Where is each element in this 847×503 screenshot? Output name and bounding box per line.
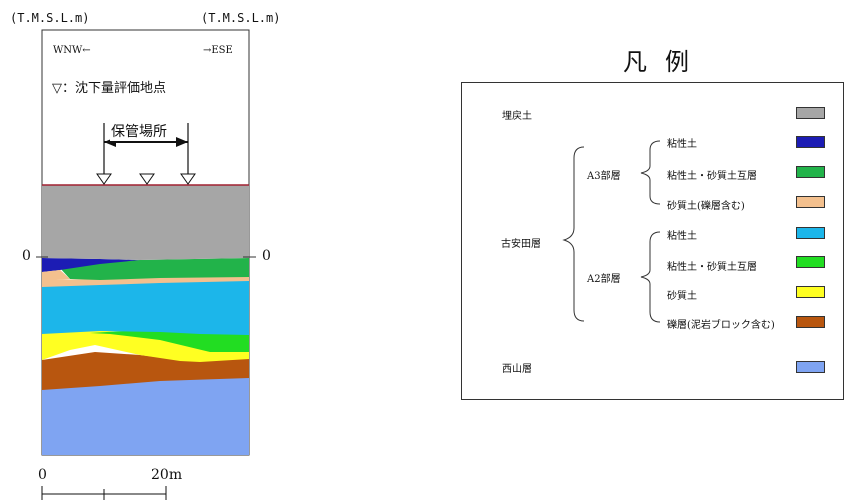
layer-nishiyama <box>42 376 249 455</box>
legend-label-a3-sand: 砂質土(礫層含む) <box>667 201 745 212</box>
legend-label-a2: A2部層 <box>587 274 621 285</box>
zero-label-left: 0 <box>22 248 31 264</box>
settlement-point-marker <box>139 173 155 185</box>
brace-a2 <box>640 231 661 323</box>
legend-label-fill: 埋戻土 <box>502 111 532 122</box>
scale-end-label: 20m <box>151 467 183 483</box>
swatch-a2-clay <box>796 227 825 239</box>
swatch-a3-clay <box>796 136 825 148</box>
layer-a2-clay <box>42 280 249 335</box>
legend-label-a2-clay: 粘性土 <box>667 231 697 242</box>
legend-label-a3: A3部層 <box>587 171 621 182</box>
layer-a2-inter <box>90 330 249 352</box>
brace-a3 <box>640 140 661 205</box>
legend-label-a3-inter: 粘性土・砂質土互層 <box>667 171 757 182</box>
settlement-point-marker <box>180 173 196 185</box>
layer-a3-sand <box>42 276 249 287</box>
elevation-unit-right: (T.M.S.L.m) <box>201 11 281 25</box>
marker-legend-text: ▽：沈下量評価地点 <box>52 81 166 96</box>
legend-box <box>461 82 844 400</box>
legend-label-a3-clay: 粘性土 <box>667 139 697 150</box>
layer-fill <box>42 185 249 260</box>
elevation-unit-left: (T.M.S.L.m) <box>10 11 90 25</box>
swatch-a3-inter <box>796 166 825 178</box>
settlement-point-marker <box>96 173 112 185</box>
layer-a3-clay <box>42 258 140 272</box>
brace-furuyasuda <box>562 146 585 322</box>
swatch-a2-gravel <box>796 316 825 328</box>
direction-left: WNW← <box>53 45 91 56</box>
cross-section-diagram <box>36 29 256 500</box>
legend-title: 凡例 <box>623 48 707 76</box>
legend-label-a2-sand: 砂質土 <box>667 291 697 302</box>
swatch-a2-sand <box>796 286 825 298</box>
swatch-a2-inter <box>796 256 825 268</box>
legend-label-a2-gravel: 礫層(泥岩ブロック含む) <box>667 320 775 331</box>
swatch-fill <box>796 107 825 119</box>
legend-label-a2-inter: 粘性土・砂質土互層 <box>667 262 757 273</box>
direction-right: →ESE <box>203 45 233 56</box>
storage-area-label: 保管場所 <box>110 121 168 141</box>
legend-label-furuyasuda: 古安田層 <box>501 239 541 250</box>
swatch-a3-sand <box>796 196 825 208</box>
legend-label-nishiyama: 西山層 <box>502 364 532 375</box>
layer-a3-inter <box>60 258 249 280</box>
swatch-nishiyama <box>796 361 825 373</box>
layer-a3-sand-top <box>42 270 70 281</box>
zero-label-right: 0 <box>262 248 271 264</box>
scale-start-label: 0 <box>38 467 47 483</box>
storage-arrow-right <box>176 137 188 147</box>
